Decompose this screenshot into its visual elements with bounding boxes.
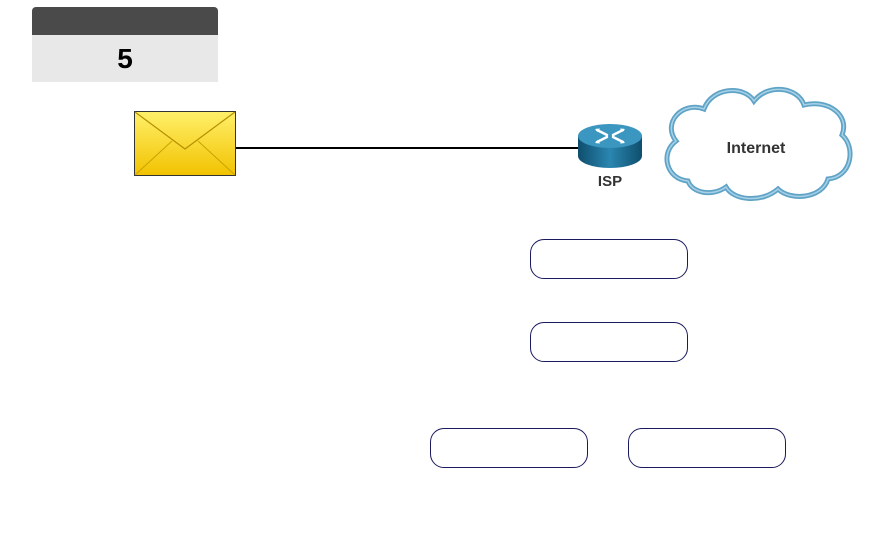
envelope-icon[interactable] [134, 111, 236, 176]
step-counter-header [32, 7, 218, 35]
cloud-label: Internet [726, 140, 786, 157]
network-link [235, 147, 585, 149]
step-number: 5 [32, 35, 218, 82]
drop-target-3[interactable] [430, 428, 588, 468]
step-counter: 5 [32, 7, 218, 82]
router-label: ISP [597, 173, 623, 190]
drop-target-4[interactable] [628, 428, 786, 468]
drop-target-1[interactable] [530, 239, 688, 279]
router-icon [578, 124, 642, 168]
drop-target-2[interactable] [530, 322, 688, 362]
cloud-icon [664, 86, 853, 202]
